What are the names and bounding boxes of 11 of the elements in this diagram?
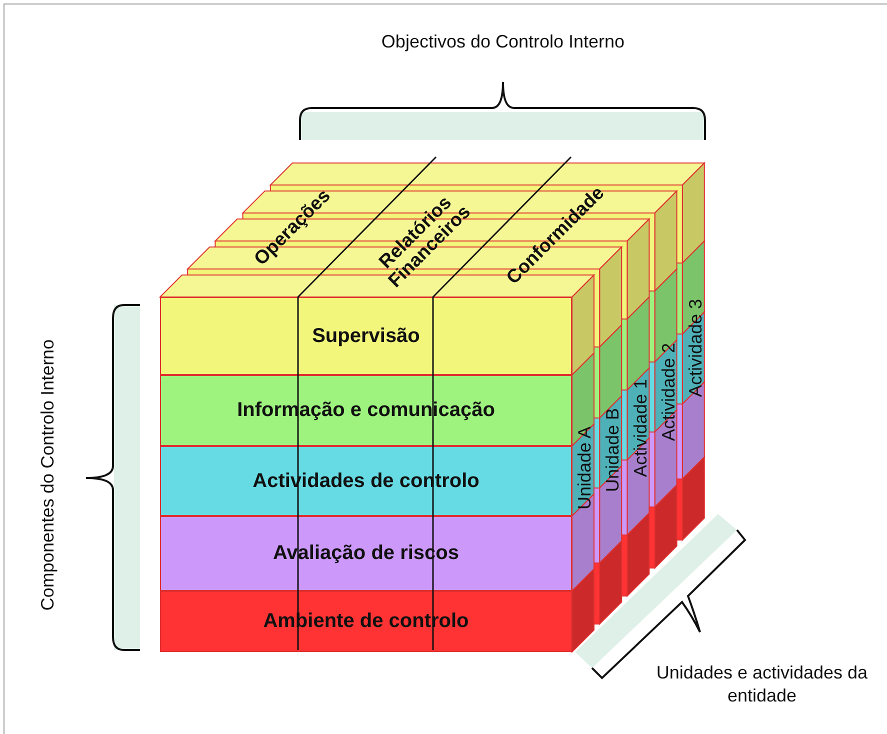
slice-label: Actividade 2 <box>658 342 680 442</box>
slice-label: Actividade 3 <box>686 298 706 398</box>
slice-label: Unidade B <box>602 408 624 492</box>
component-band <box>160 516 572 591</box>
slice-label: Actividade 1 <box>630 378 652 478</box>
slice-label: Unidade A <box>574 426 596 510</box>
axis-title: Unidades e actividades da entidade <box>655 662 869 708</box>
axis-title: Componentes do Controlo Interno <box>38 339 58 611</box>
band-label: Supervisão <box>312 324 420 348</box>
axis-title: Objectivos do Controlo Interno <box>381 32 625 52</box>
component-band <box>160 297 572 375</box>
